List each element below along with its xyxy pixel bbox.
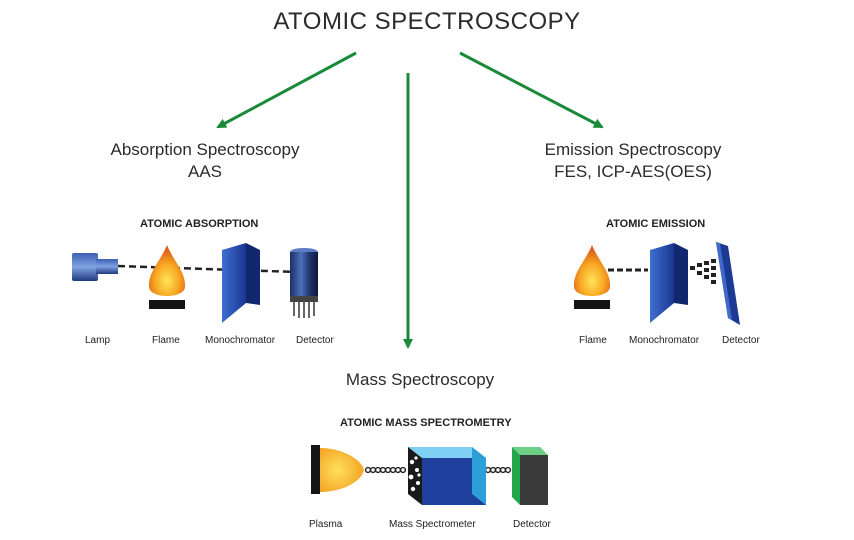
label-flame: Flame [579, 335, 607, 346]
emission-heading: Emission Spectroscopy FES, ICP-AES(OES) [508, 139, 758, 183]
dispersed-beam [690, 259, 716, 284]
label-detector: Detector [513, 519, 551, 530]
label-mass-spectrometer: Mass Spectrometer [389, 519, 476, 530]
emission-diagram-title: ATOMIC EMISSION [606, 218, 706, 230]
lamp-icon [72, 253, 118, 281]
mass-diagram-title: ATOMIC MASS SPECTROMETRY [340, 417, 512, 429]
absorption-diagram-title: ATOMIC ABSORPTION [140, 218, 259, 230]
absorption-diagram [72, 243, 318, 323]
plasma-icon [311, 445, 364, 494]
absorption-beam [117, 264, 297, 274]
absorption-heading-line1: Absorption Spectroscopy [110, 140, 300, 159]
detector-icon [290, 248, 318, 318]
page-title: ATOMIC SPECTROSCOPY [273, 8, 581, 35]
label-detector: Detector [296, 335, 334, 346]
mass-detector-icon [512, 447, 548, 505]
label-flame: Flame [152, 335, 180, 346]
label-monochromator: Monochromator [629, 335, 700, 346]
label-plasma: Plasma [309, 519, 343, 530]
flame-icon [573, 245, 611, 309]
emission-diagram [573, 242, 740, 325]
mass-spectrometer-icon [408, 447, 486, 505]
mass-heading: Mass Spectroscopy [300, 369, 540, 391]
arrows [216, 51, 604, 349]
detector-plate-icon [716, 242, 740, 325]
emission-heading-line2: FES, ICP-AES(OES) [554, 162, 712, 181]
emission-heading-line1: Emission Spectroscopy [544, 140, 722, 159]
flame-icon [148, 245, 186, 309]
label-lamp: Lamp [85, 335, 111, 346]
mass-diagram [311, 445, 548, 505]
monochromator-icon [222, 243, 260, 323]
arrow-to-absorption [216, 51, 357, 129]
mass-heading-text: Mass Spectroscopy [345, 370, 495, 389]
ion-beam [364, 466, 512, 474]
absorption-heading-line2: AAS [187, 162, 223, 181]
monochromator-icon [650, 243, 688, 323]
arrow-to-emission [459, 51, 604, 129]
absorption-heading: Absorption Spectroscopy AAS [80, 139, 330, 183]
label-monochromator: Monochromator [205, 335, 276, 346]
label-detector: Detector [722, 335, 760, 346]
